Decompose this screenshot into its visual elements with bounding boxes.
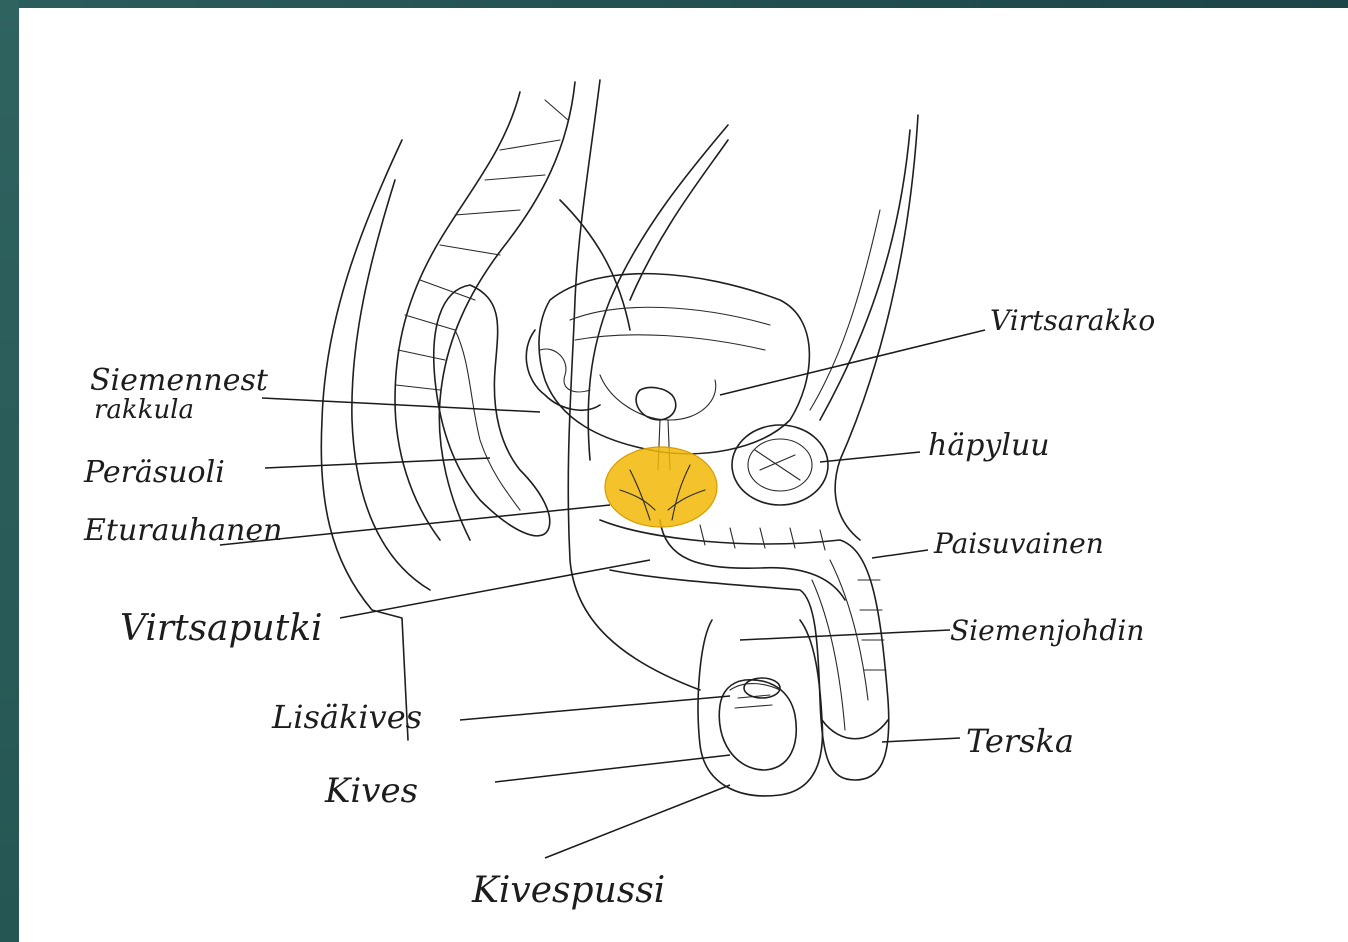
- prostate-highlight: [605, 447, 717, 527]
- body-back-outline: [321, 140, 408, 740]
- label-terska: Terska: [966, 722, 1074, 760]
- urethra: [660, 520, 845, 600]
- rectum: [434, 285, 550, 536]
- label-siemenjohdin: Siemenjohdin: [950, 614, 1144, 647]
- penis: [600, 520, 889, 780]
- spine: [395, 82, 575, 540]
- label-siemenneste-1: Siemennest: [90, 363, 269, 398]
- label-siemenneste-2: rakkula: [94, 395, 194, 425]
- label-hapyluu: häpyluu: [928, 428, 1050, 463]
- label-virtsarakko: Virtsarakko: [990, 304, 1155, 337]
- vas-deferens-left: [568, 80, 700, 690]
- label-lisakives: Lisäkives: [271, 698, 422, 736]
- label-paisuvainen: Paisuvainen: [933, 527, 1104, 560]
- label-virtsaputki: Virtsaputki: [120, 608, 323, 649]
- label-kivespussi: Kivespussi: [471, 870, 665, 911]
- label-perasuoli: Peräsuoli: [83, 455, 225, 490]
- vas-deferens-right: [588, 125, 728, 460]
- label-kives: Kives: [324, 771, 418, 811]
- label-eturauhanen: Eturauhanen: [83, 513, 282, 548]
- scrotum: [698, 620, 822, 796]
- body-back-inner-outline: [352, 180, 430, 590]
- pubic-bone: [732, 425, 828, 505]
